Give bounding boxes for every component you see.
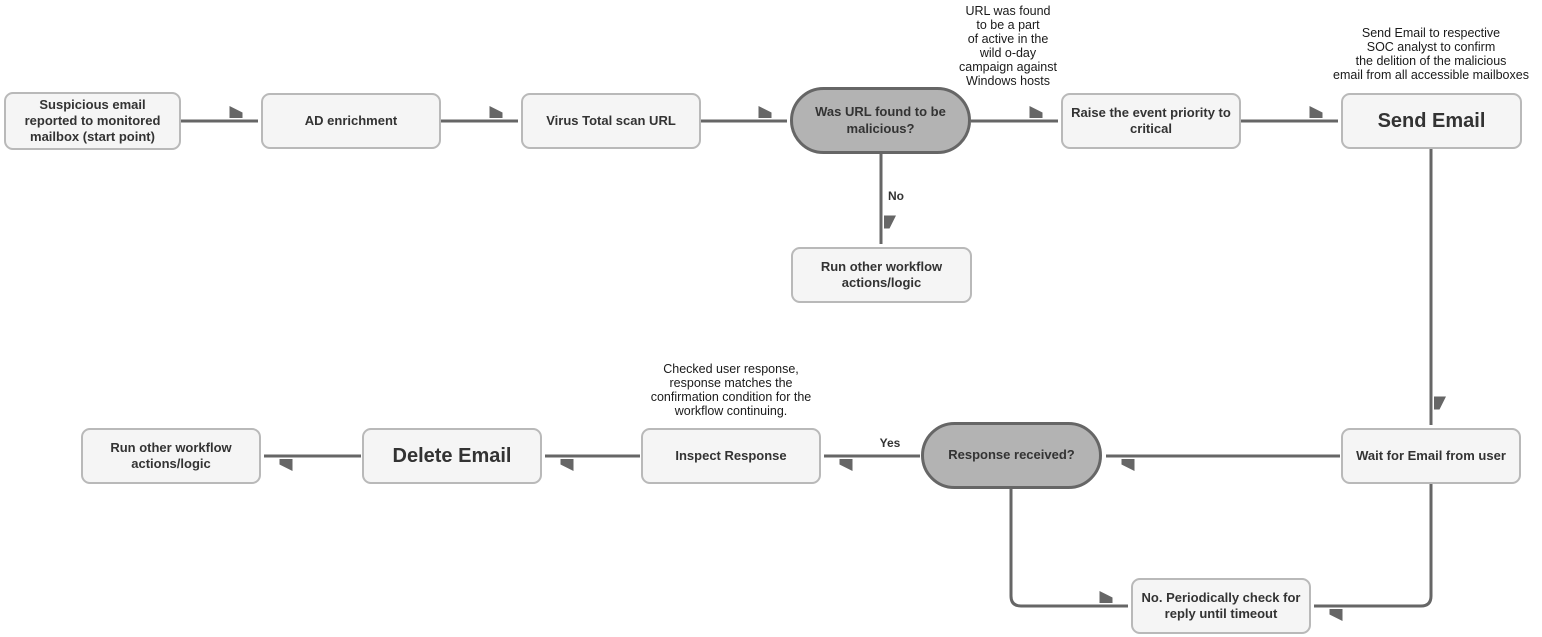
node-send-email[interactable]: Send Email	[1341, 93, 1522, 149]
node-periodic-check[interactable]: No. Periodically check for reply until t…	[1131, 578, 1311, 634]
node-delete-email[interactable]: Delete Email	[362, 428, 542, 484]
annotation-send-email: Send Email to respective SOC analyst to …	[1333, 26, 1529, 82]
edge-label-no: No	[888, 189, 904, 203]
node-run-other-workflow-bottom[interactable]: Run other workflow actions/logic	[81, 428, 261, 484]
annotation-url-campaign: URL was found to be a part of active in …	[959, 4, 1057, 88]
node-raise-priority[interactable]: Raise the event priority to critical	[1061, 93, 1241, 149]
edge-response-decision-to-periodic-check	[1009, 489, 1128, 608]
edge-wait-to-periodic-check	[1314, 484, 1433, 606]
node-ad-enrichment[interactable]: AD enrichment	[261, 93, 441, 149]
edge-label-yes: Yes	[879, 436, 901, 450]
node-start[interactable]: Suspicious email reported to monitored m…	[4, 92, 181, 150]
node-wait-for-email[interactable]: Wait for Email from user	[1341, 428, 1521, 484]
node-virus-total-scan[interactable]: Virus Total scan URL	[521, 93, 701, 149]
node-inspect-response[interactable]: Inspect Response	[641, 428, 821, 484]
node-response-received-decision[interactable]: Response received?	[921, 422, 1102, 489]
node-run-other-workflow-top[interactable]: Run other workflow actions/logic	[791, 247, 972, 303]
annotation-inspect-response: Checked user response, response matches …	[650, 362, 812, 418]
node-url-malicious-decision[interactable]: Was URL found to be malicious?	[790, 87, 971, 154]
